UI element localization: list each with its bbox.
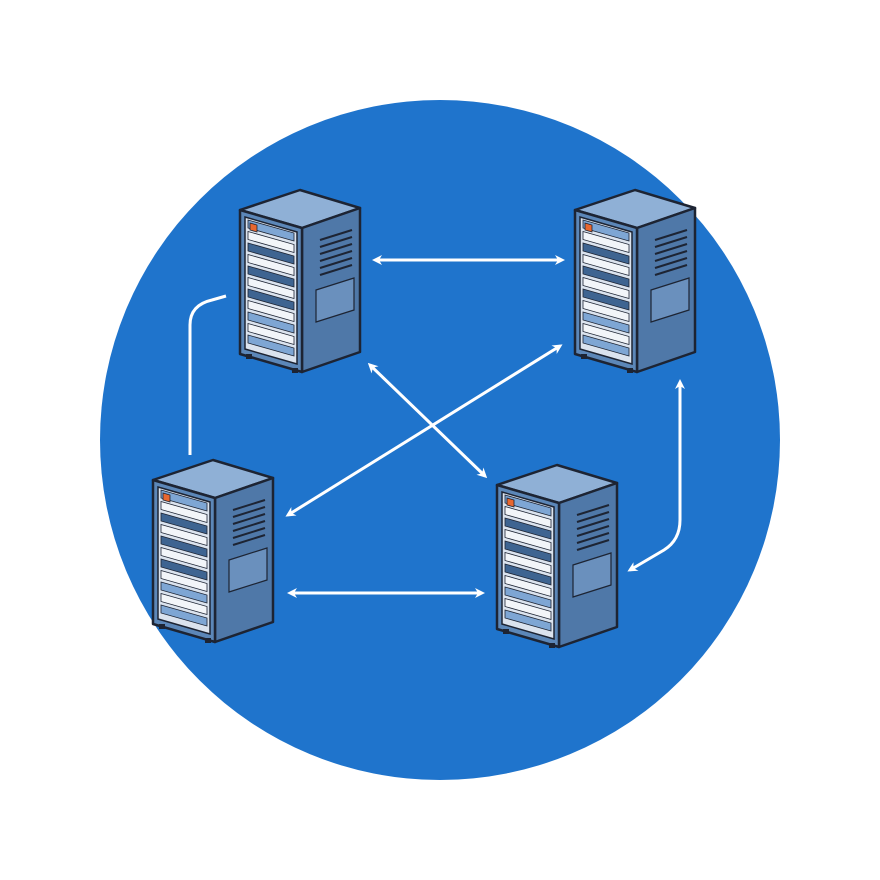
- vent-slot: [232, 534, 266, 546]
- rack-unit: [247, 219, 295, 242]
- vent-slot: [319, 257, 353, 269]
- rack-foot: [205, 638, 211, 643]
- rack-foot: [581, 354, 587, 359]
- link-right: [627, 379, 685, 572]
- rack-unit: [582, 242, 630, 265]
- rack-unit: [247, 299, 295, 323]
- vent-slot: [232, 499, 266, 511]
- rack-unit: [247, 288, 295, 311]
- rack-unit: [504, 597, 552, 621]
- vent-slot: [576, 511, 610, 523]
- rack-unit: [582, 265, 630, 288]
- servers-layer: [151, 188, 697, 649]
- side-panel: [228, 547, 268, 593]
- rack-unit: [160, 500, 208, 524]
- vent-slot: [654, 229, 688, 241]
- vent-slot: [232, 513, 266, 525]
- rack-foot: [292, 368, 298, 373]
- rack-unit: [504, 494, 552, 517]
- rack-unit: [582, 230, 630, 254]
- rack-unit: [582, 299, 630, 323]
- rack-unit: [504, 517, 552, 540]
- vent-slot: [576, 504, 610, 516]
- rack-unit: [160, 581, 208, 604]
- vent-slot: [319, 243, 353, 255]
- rack-unit: [504, 609, 552, 632]
- rack-unit: [160, 569, 208, 593]
- rack-unit: [504, 563, 552, 586]
- link-left: [188, 294, 227, 455]
- vent-slot: [654, 250, 688, 262]
- vent-slot: [232, 520, 266, 532]
- rack-unit: [160, 512, 208, 535]
- side-panel: [315, 277, 355, 323]
- vent-slot: [576, 539, 610, 551]
- rack-unit: [247, 311, 295, 334]
- rack-unit: [160, 592, 208, 616]
- rack-unit: [247, 253, 295, 277]
- rack-foot: [549, 643, 555, 648]
- rack-unit: [582, 311, 630, 334]
- vent-slot: [232, 527, 266, 539]
- rack-foot: [627, 368, 633, 373]
- status-light-icon: [162, 492, 171, 503]
- rack-unit: [160, 523, 208, 547]
- rack-unit: [160, 535, 208, 558]
- rack-unit: [247, 322, 295, 346]
- vent-slot: [319, 250, 353, 262]
- rack-foot: [159, 624, 165, 629]
- rack-unit: [504, 505, 552, 529]
- status-light-icon: [506, 497, 515, 508]
- rack-foot: [503, 629, 509, 634]
- server-bottom-right: [495, 463, 619, 649]
- rack-unit: [160, 546, 208, 570]
- side-panel: [572, 552, 612, 598]
- rack-unit: [582, 276, 630, 300]
- rack-unit: [160, 558, 208, 581]
- server-top-right: [573, 188, 697, 374]
- vent-slot: [319, 229, 353, 241]
- rack-unit: [504, 551, 552, 575]
- rack-unit: [504, 528, 552, 552]
- server-bottom-left: [151, 458, 275, 644]
- vent-slot: [576, 518, 610, 530]
- rack-foot: [246, 354, 252, 359]
- server-top-left: [238, 188, 362, 374]
- rack-unit: [582, 288, 630, 311]
- rack-unit: [247, 334, 295, 357]
- rack-unit: [504, 540, 552, 563]
- rack-unit: [247, 242, 295, 265]
- vent-slot: [319, 236, 353, 248]
- status-light-icon: [584, 222, 593, 233]
- vent-slot: [232, 506, 266, 518]
- rack-unit: [582, 334, 630, 357]
- rack-unit: [160, 604, 208, 627]
- status-light-icon: [249, 222, 258, 233]
- vent-slot: [654, 236, 688, 248]
- vent-slot: [654, 243, 688, 255]
- vent-slot: [576, 525, 610, 537]
- rack-unit: [582, 253, 630, 277]
- vent-slot: [654, 264, 688, 276]
- vent-slot: [654, 257, 688, 269]
- rack-unit: [504, 574, 552, 598]
- vent-slot: [319, 264, 353, 276]
- link-diagonal-b: [285, 344, 563, 517]
- links-layer: [188, 255, 685, 598]
- rack-unit: [582, 322, 630, 346]
- rack-unit: [160, 489, 208, 512]
- rack-unit: [582, 219, 630, 242]
- side-panel: [650, 277, 690, 323]
- rack-unit: [247, 265, 295, 288]
- vent-slot: [576, 532, 610, 544]
- rack-unit: [247, 276, 295, 300]
- rack-unit: [247, 230, 295, 254]
- rack-unit: [504, 586, 552, 609]
